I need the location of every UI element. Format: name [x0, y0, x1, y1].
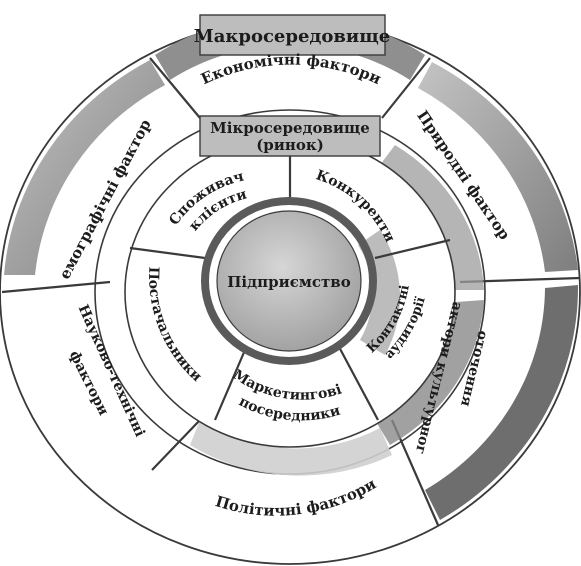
center-hub	[201, 197, 377, 365]
center-label: Підприємство	[227, 273, 350, 291]
natural-band	[418, 62, 578, 272]
micro-header-box	[199, 115, 381, 157]
micro-header-line1: Мікросередовище	[210, 119, 370, 137]
macro-header-box	[199, 14, 386, 56]
demographic-band	[4, 60, 165, 275]
micro-header-line2: (ринок)	[256, 136, 324, 154]
cultural-band	[425, 285, 579, 520]
macro-header: Макросередовище	[194, 26, 390, 47]
